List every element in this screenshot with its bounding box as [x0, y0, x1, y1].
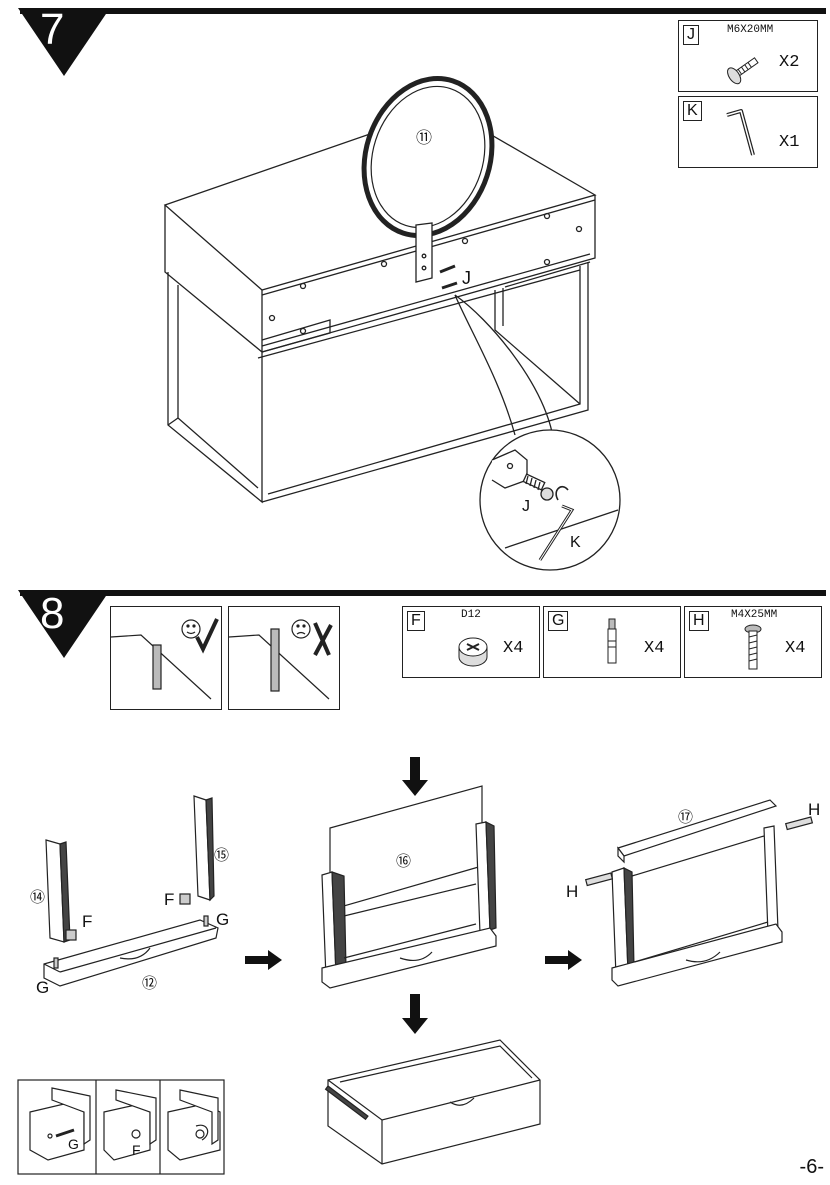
detail-callout-K: K — [570, 534, 581, 551]
step8-badge-triangle — [18, 590, 110, 658]
part-size: M4X25MM — [731, 609, 778, 621]
correct-example-box — [110, 606, 222, 710]
detail-callout-J: J — [522, 498, 530, 515]
incorrect-dowel-illustration — [229, 619, 333, 700]
part-qty: X4 — [503, 639, 524, 658]
step7-vanity-illustration — [163, 76, 621, 571]
part-letter: K — [683, 101, 702, 121]
cam-F-callout-left: F — [82, 912, 93, 931]
detail-F-callout: F — [132, 1142, 141, 1158]
panel-12-callout: ⑫ — [142, 975, 158, 992]
cam-bolt-icon — [607, 618, 617, 664]
bolt-H-callout-left: H — [566, 882, 579, 901]
panel-17-callout: ⑰ — [678, 809, 694, 826]
bolt-G-callout-left: G — [36, 978, 50, 997]
step7-header-bar — [20, 8, 826, 14]
mirror-callout: ⑪ — [416, 130, 433, 147]
part-size: M6X20MM — [727, 24, 774, 36]
bolt-icon — [744, 624, 762, 670]
screw-callout-J: J — [462, 268, 471, 288]
bolt-G-callout-right: G — [216, 910, 230, 929]
part-box-F: F D12 X4 — [402, 606, 540, 678]
correct-dowel-illustration — [111, 618, 219, 700]
incorrect-example-box — [228, 606, 340, 710]
part-box-H: H M4X25MM X4 — [684, 606, 822, 678]
part-qty: X4 — [785, 639, 806, 658]
part-letter: G — [548, 611, 569, 631]
bolt-H-callout-right: H — [808, 800, 821, 819]
cam-F-callout-right: F — [164, 890, 175, 909]
part-letter: H — [689, 611, 709, 631]
page-number: -6- — [799, 1156, 824, 1178]
part-letter: F — [407, 611, 425, 631]
part-qty: X1 — [779, 133, 800, 152]
part-qty: X4 — [644, 639, 665, 658]
cam-lock-icon — [458, 637, 488, 667]
part-letter: J — [683, 25, 699, 45]
step7-badge-triangle — [18, 8, 110, 76]
panel-15-callout: ⑮ — [214, 847, 230, 864]
part-box-J: J M6X20MM X2 — [678, 20, 818, 92]
allen-key-icon — [726, 109, 755, 156]
detail-G-callout: G — [68, 1136, 79, 1152]
step7-number: 7 — [40, 5, 65, 54]
part-size: D12 — [461, 609, 481, 621]
panel-14-callout: ⑭ — [30, 889, 46, 906]
panel-16-callout: ⑯ — [396, 853, 412, 870]
step8-header-bar — [20, 590, 826, 596]
step8-number: 8 — [40, 589, 65, 638]
part-box-K: K X1 — [678, 96, 818, 168]
part-box-G: G X4 — [543, 606, 681, 678]
screw-icon — [727, 57, 759, 85]
part-qty: X2 — [779, 53, 800, 72]
